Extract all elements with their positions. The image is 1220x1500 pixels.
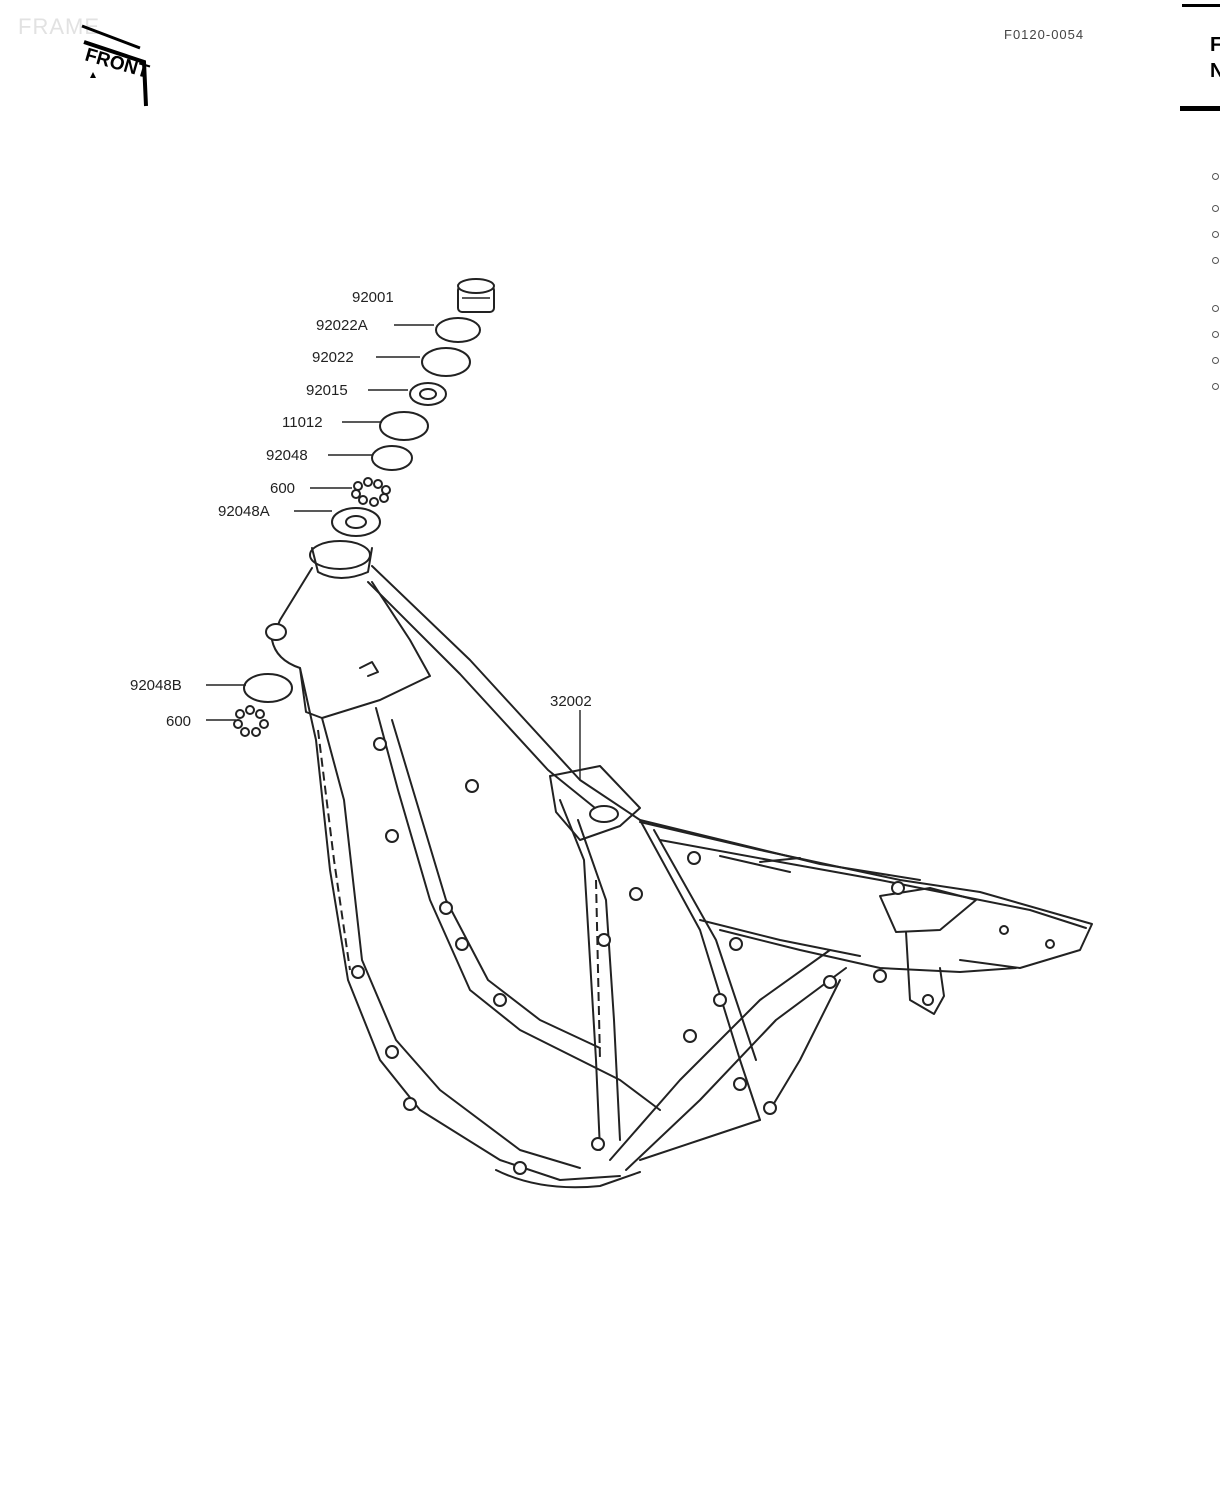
front-arrow-icon — [90, 72, 96, 78]
steel-balls-600-lower — [233, 705, 269, 737]
document-code: F0120-0054 — [1004, 27, 1085, 42]
lower-race-group — [233, 673, 293, 737]
side-margin-marks — [1212, 165, 1220, 415]
callout-600-lower: 600 — [166, 713, 191, 730]
side-tab-letter-2: N — [1210, 60, 1220, 82]
steel-balls-600-upper — [351, 477, 391, 507]
callout-600-upper: 600 — [270, 480, 295, 497]
callout-92048A: 92048A — [218, 503, 270, 520]
side-tab-top-rule — [1182, 4, 1220, 7]
steering-parts-stack — [331, 278, 495, 537]
race-92048B — [243, 673, 293, 703]
callout-92048B: 92048B — [130, 677, 182, 694]
callout-92022A: 92022A — [316, 317, 368, 334]
side-tab-bottom-rule — [1180, 106, 1220, 111]
cap-11012 — [379, 411, 429, 441]
washer-92022 — [421, 347, 471, 377]
callout-32002: 32002 — [550, 693, 592, 710]
leader-lines — [206, 324, 581, 780]
front-direction-badge: FRONT — [78, 20, 168, 115]
section-side-tab: F N — [1180, 0, 1220, 120]
side-tab-letter-1: F — [1210, 34, 1220, 56]
race-92048 — [371, 445, 413, 471]
callout-11012: 11012 — [282, 414, 323, 431]
callout-92015: 92015 — [306, 382, 348, 399]
stem-nut-92001 — [457, 278, 495, 313]
nut-92015 — [409, 382, 447, 406]
callout-92048: 92048 — [266, 447, 308, 464]
callout-92001: 92001 — [352, 289, 394, 306]
washer-92022A — [435, 317, 481, 343]
race-92048A — [331, 507, 381, 537]
callout-92022: 92022 — [312, 349, 354, 366]
frame-32002 — [265, 540, 1093, 1189]
